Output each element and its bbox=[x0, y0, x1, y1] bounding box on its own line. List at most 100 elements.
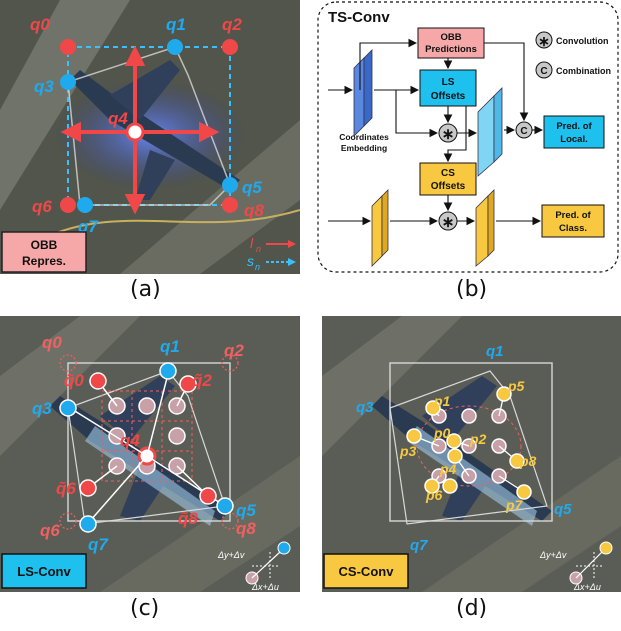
label-d-q1: q1 bbox=[486, 343, 504, 360]
pred-class-box bbox=[541, 204, 605, 238]
obb-repres-box bbox=[1, 231, 87, 273]
ls-offsets-box bbox=[419, 69, 477, 107]
ts-conv-title: TS-Conv bbox=[328, 9, 390, 26]
cs-conv-box bbox=[323, 553, 409, 589]
ln-arrows bbox=[60, 45, 220, 215]
blue-points-c bbox=[59, 362, 234, 533]
panel-d: q1 q3 q5 q7 p1 p2 p3 p4 p5 p6 p7 p8 p0 Δ… bbox=[322, 316, 621, 592]
label-d-q5: q5 bbox=[554, 501, 572, 518]
label-d-p7: p7 bbox=[505, 497, 524, 513]
panel-d-figure: q1 q3 q5 q7 p1 p2 p3 p4 p5 p6 p7 p8 p0 Δ… bbox=[322, 316, 621, 592]
pred-class-line1: Pred. of bbox=[555, 210, 591, 221]
legend-combination-symbol: C bbox=[540, 66, 547, 77]
obb-repres-line1: OBB bbox=[31, 238, 58, 252]
taxiway-c bbox=[100, 456, 300, 592]
label-c-q5: q5 bbox=[236, 501, 256, 520]
label-d-p3: p3 bbox=[399, 443, 417, 459]
panel-a: q0 q1 q2 q3 q4 q5 q6 q7 q8 OBB Repres. l… bbox=[0, 0, 301, 274]
label-d-q7: q7 bbox=[410, 537, 428, 554]
label-c-qt8: q̃8 bbox=[178, 509, 198, 528]
label-d-p0: p0 bbox=[433, 425, 451, 441]
point-q1 bbox=[167, 39, 183, 55]
panel-b-figure: TS-Conv OBB Predictions LS Offsets Coord… bbox=[317, 1, 619, 273]
obb-predictions-box bbox=[417, 27, 485, 59]
refined-corner-points-c bbox=[79, 372, 217, 505]
legend-convolution-symbol: ∗ bbox=[538, 33, 550, 49]
label-q2: q2 bbox=[222, 15, 242, 34]
pred-local-line1: Pred. of bbox=[556, 121, 592, 132]
caption-d: (d) bbox=[456, 596, 488, 621]
panel-c: q0 q1 q2 q3 q4 q5 q6 q7 q8 q̃0 q̃2 q̃6 q… bbox=[0, 316, 300, 592]
conv-node-ls-symbol: ∗ bbox=[442, 126, 455, 143]
label-c-qt0: q̃0 bbox=[64, 371, 84, 390]
label-d-p6: p6 bbox=[425, 487, 443, 503]
ls-conv-box bbox=[1, 553, 87, 589]
point-q2 bbox=[222, 39, 238, 55]
flow-arrows bbox=[328, 38, 544, 226]
legend-sn-label: s bbox=[247, 253, 254, 269]
label-c-qt2: q̃2 bbox=[192, 371, 212, 390]
original-corner-points-c bbox=[59, 354, 239, 530]
label-c-q0: q0 bbox=[42, 333, 62, 352]
runway-c bbox=[0, 316, 140, 456]
ls-feature-slab-face bbox=[493, 87, 503, 163]
ls-offsets-line2: Offsets bbox=[431, 91, 466, 102]
cs-feature-slab-face bbox=[487, 189, 495, 257]
legend-ln-sub: n bbox=[256, 244, 261, 254]
point-q7 bbox=[77, 197, 93, 213]
label-d-p5: p5 bbox=[507, 378, 525, 394]
ls-conv-label: LS-Conv bbox=[17, 564, 71, 579]
legend-combination-label: Combination bbox=[556, 66, 611, 76]
legend-convolution-label: Convolution bbox=[556, 36, 609, 46]
delta-x-c: Δx+Δu bbox=[251, 582, 279, 592]
sampling-grid-c bbox=[101, 390, 193, 482]
coord-embedding-line1: Coordinates bbox=[339, 132, 389, 142]
input-feature-slab bbox=[371, 195, 383, 267]
pred-local-box bbox=[543, 115, 605, 149]
legend-convolution-icon bbox=[535, 31, 553, 49]
label-d-p4: p4 bbox=[439, 461, 457, 477]
ls-offsets-line1: LS bbox=[442, 77, 455, 88]
label-d-p1: p1 bbox=[433, 393, 451, 409]
pred-local-line2: Local. bbox=[560, 134, 587, 145]
cs-offsets-line1: CS bbox=[441, 168, 455, 179]
label-c-q1: q1 bbox=[160, 337, 180, 356]
point-q4 bbox=[125, 122, 145, 142]
cs-feature-slab bbox=[475, 195, 489, 267]
delta-legend-d bbox=[569, 541, 613, 585]
legend-sn-arrowhead bbox=[288, 258, 296, 266]
delta-legend-c bbox=[245, 541, 291, 585]
taxi-curve bbox=[39, 209, 301, 241]
panel-a-figure: q0 q1 q2 q3 q4 q5 q6 q7 q8 OBB Repres. l… bbox=[0, 0, 301, 274]
label-q1: q1 bbox=[166, 15, 186, 34]
obb-polygon-d bbox=[389, 370, 548, 525]
panel-b: TS-Conv OBB Predictions LS Offsets Coord… bbox=[316, 0, 621, 276]
point-q3 bbox=[60, 74, 76, 90]
label-c-q6: q6 bbox=[40, 521, 60, 540]
yellow-points-d bbox=[406, 386, 532, 500]
taxiway-d bbox=[422, 456, 621, 592]
caption-b: (b) bbox=[456, 277, 488, 302]
label-d-p2: p2 bbox=[469, 431, 487, 447]
label-c-q3: q3 bbox=[32, 399, 52, 418]
label-q5: q5 bbox=[242, 178, 262, 197]
pred-class-line2: Class. bbox=[559, 223, 587, 234]
label-d-q3: q3 bbox=[356, 399, 374, 416]
label-c-q4: q4 bbox=[120, 431, 140, 450]
coord-embedding-line2: Embedding bbox=[341, 143, 387, 153]
delta-x-d: Δx+Δu bbox=[573, 582, 601, 592]
inner-ellipse-d bbox=[416, 405, 522, 487]
runway bbox=[0, 0, 130, 210]
label-c-q8: q8 bbox=[236, 519, 256, 538]
point-q5 bbox=[222, 177, 238, 193]
combination-node-symbol: C bbox=[520, 126, 527, 137]
label-c-qt6: q̃6 bbox=[56, 479, 76, 498]
legend-combination-icon bbox=[535, 61, 553, 79]
obb-polygon-c bbox=[67, 370, 226, 525]
label-c-q2: q2 bbox=[224, 341, 244, 360]
caption-c: (c) bbox=[130, 596, 160, 621]
legend-ln-arrowhead bbox=[288, 240, 296, 248]
label-q8: q8 bbox=[244, 201, 264, 220]
label-q6: q6 bbox=[32, 197, 52, 216]
caption-a: (a) bbox=[130, 277, 161, 302]
